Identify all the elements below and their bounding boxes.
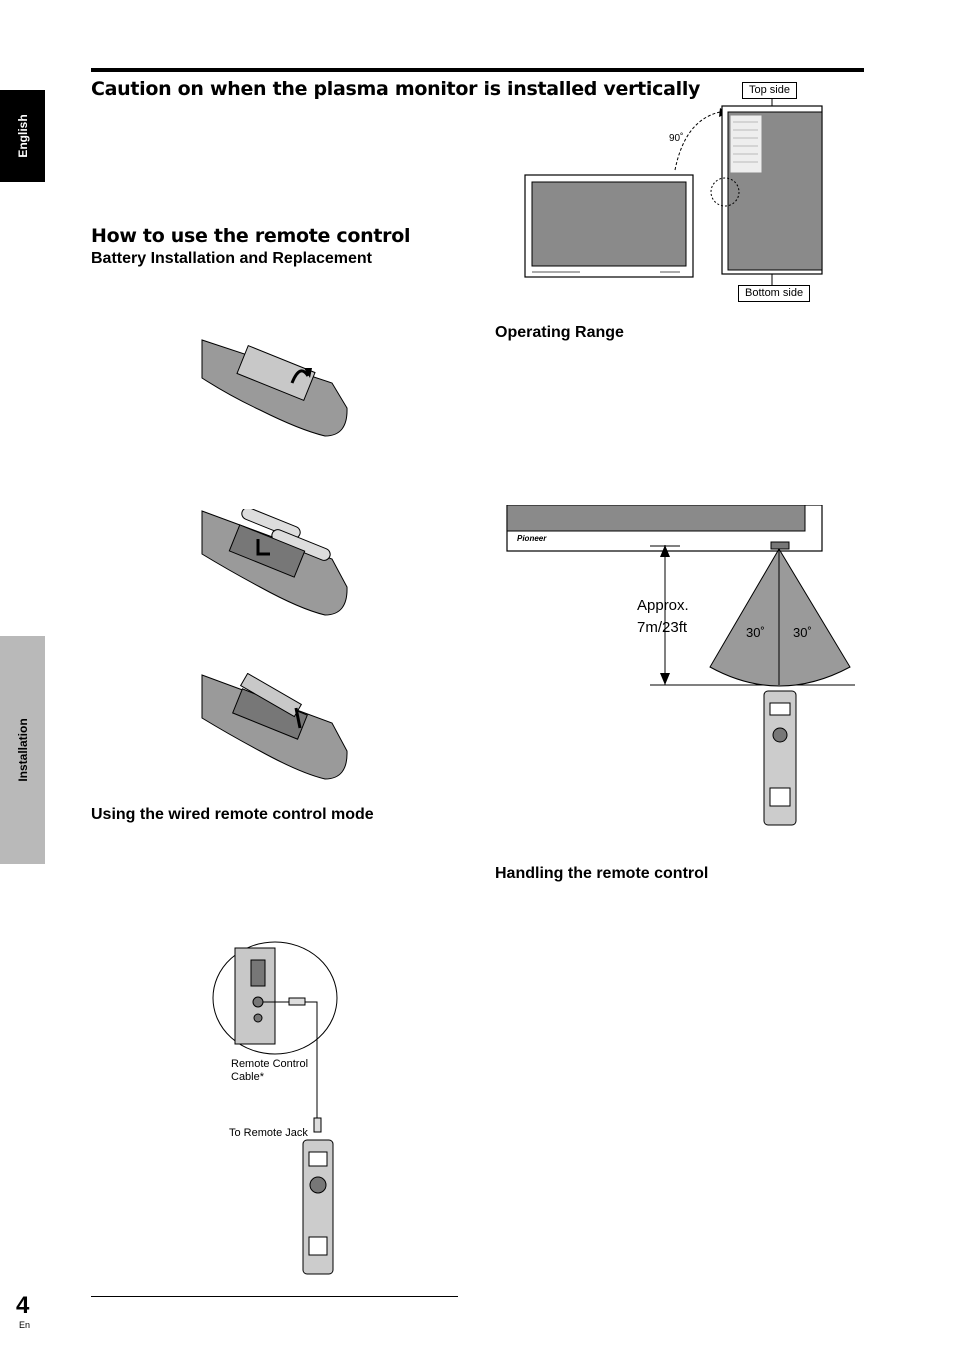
operating-subtitle: Operating Range <box>495 324 624 341</box>
angle-left-label: 30˚ <box>746 625 765 640</box>
footnote-rule <box>91 1296 458 1297</box>
top-rule <box>91 68 864 72</box>
brand-label: Pioneer <box>517 534 547 543</box>
distance-label-line2: 7m/23ft <box>637 619 688 636</box>
battery-step1-figure <box>200 338 350 442</box>
cable-label: Remote Control Cable* <box>231 1058 308 1084</box>
bottom-side-label: Bottom side <box>738 285 811 302</box>
caution-title: Caution on when the plasma monitor is in… <box>91 78 701 100</box>
remote-jack-label: To Remote Jack <box>229 1127 308 1139</box>
distance-label: Approx. 7m/23ft <box>637 595 689 639</box>
page-number: 4 <box>16 1292 30 1319</box>
vertical-install-figure: Top side Bottom side 90˚ <box>520 80 840 305</box>
battery-step3-figure <box>200 672 350 785</box>
operating-range-figure: Pioneer Approx. 7m/23ft 30˚ 30˚ <box>505 504 855 830</box>
rotation-angle-label: 90˚ <box>669 133 684 144</box>
remote-battery-insert-drawing <box>201 507 348 616</box>
english-tab: English <box>0 90 45 182</box>
page-suffix: En <box>19 1320 31 1330</box>
vertical-install-drawing <box>524 98 823 286</box>
wired-remote-figure: Remote Control Cable* To Remote Jack <box>205 940 345 1278</box>
operating-range-drawing <box>506 504 855 826</box>
handling-subtitle: Handling the remote control <box>495 865 709 882</box>
remote-title: How to use the remote control <box>91 225 411 247</box>
wired-remote-drawing <box>212 941 338 1275</box>
cable-label-line2: Cable* <box>231 1071 265 1083</box>
battery-step2-figure <box>200 507 350 621</box>
distance-label-line1: Approx. <box>637 597 689 614</box>
cable-label-line1: Remote Control <box>231 1058 309 1070</box>
remote-cover-close-drawing <box>201 672 348 780</box>
installation-tab: Installation <box>0 636 45 864</box>
battery-subtitle: Battery Installation and Replacement <box>91 250 372 267</box>
top-side-label: Top side <box>742 82 797 99</box>
wired-subtitle: Using the wired remote control mode <box>91 806 374 823</box>
angle-right-label: 30˚ <box>793 625 812 640</box>
installation-tab-label: Installation <box>15 718 30 782</box>
remote-back-open-drawing <box>201 339 348 437</box>
english-tab-label: English <box>15 114 30 158</box>
